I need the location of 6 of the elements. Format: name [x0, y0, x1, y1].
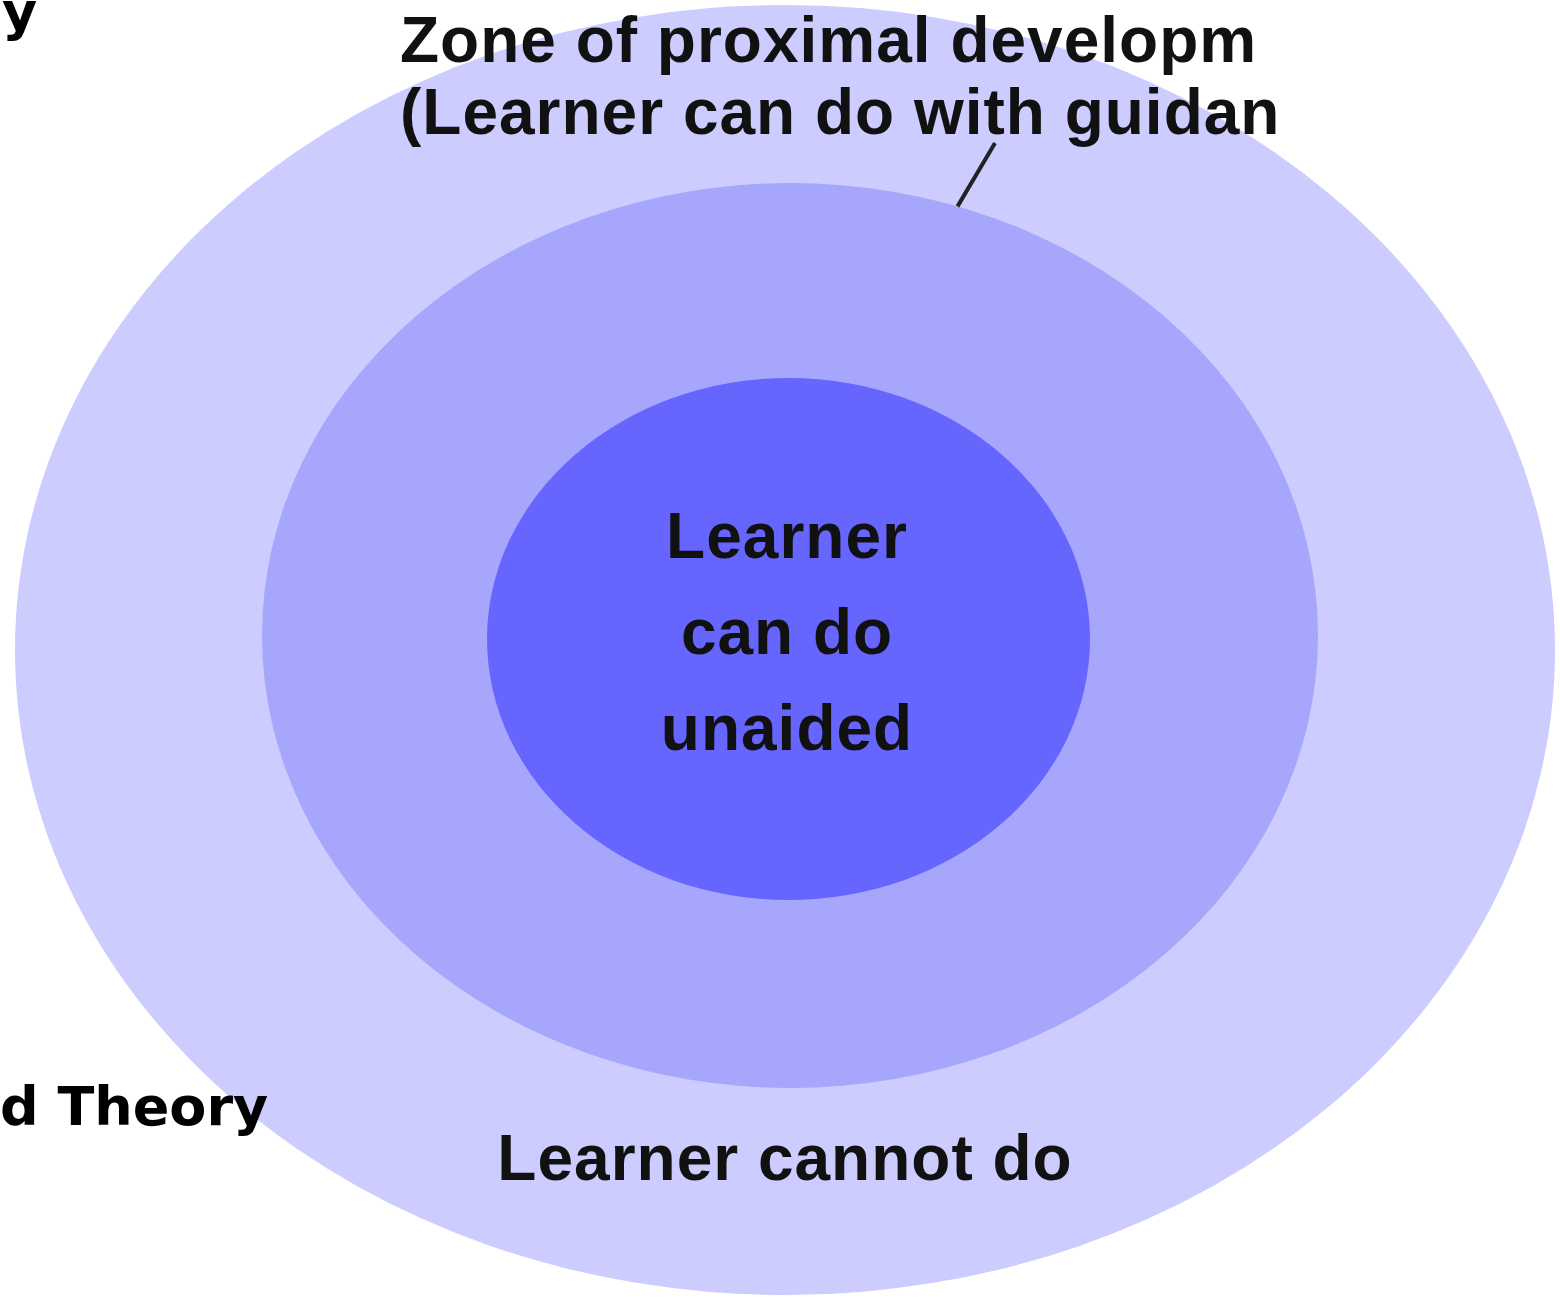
fragment-text: y	[2, 0, 38, 43]
annotation-text: Zone of proximal developm (Learner can do with guidan	[400, 5, 1282, 149]
fragment-text: d Theory	[0, 1075, 269, 1138]
ellipse-label: Learner cannot do	[496, 1121, 1074, 1196]
leader-line	[955, 142, 997, 208]
ellipse-label: Learner can do unaided	[659, 499, 915, 766]
